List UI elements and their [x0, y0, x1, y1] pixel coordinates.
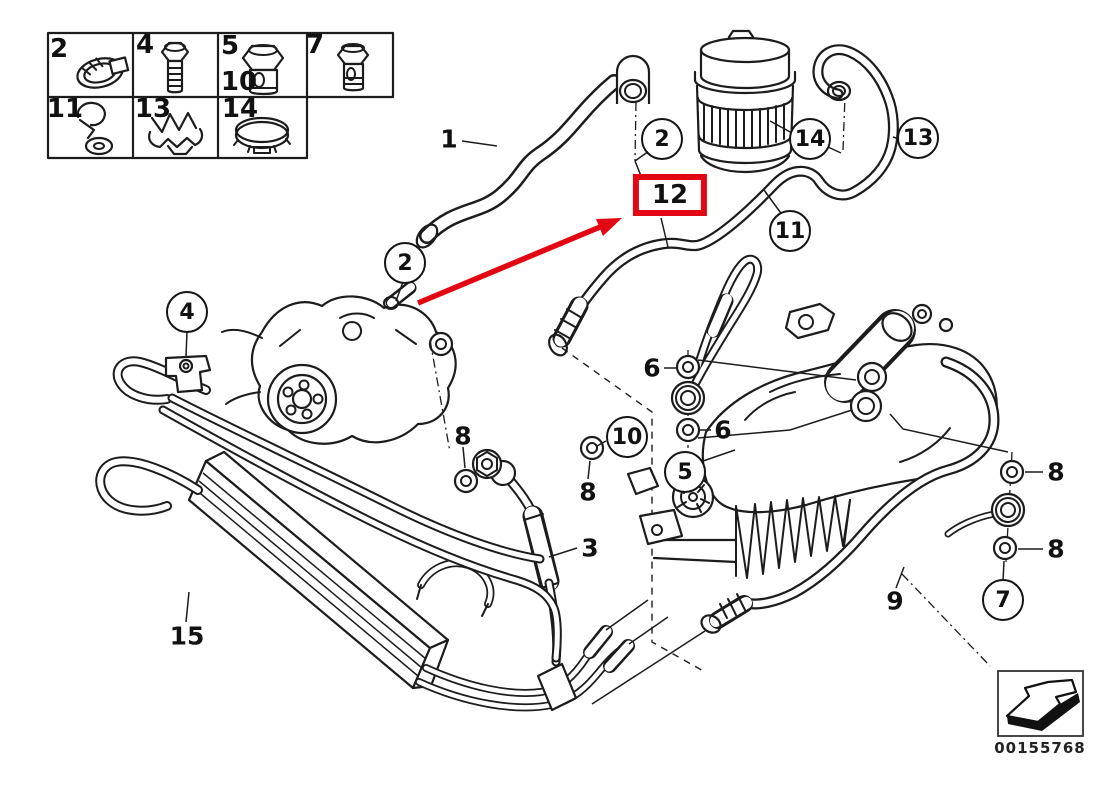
legend-number-14: 14: [221, 94, 259, 124]
callout-14: 14: [789, 118, 831, 160]
hollow-bolt-icon: [336, 43, 370, 92]
legend-number-2: 2: [49, 34, 69, 64]
callout-8: 8: [1047, 534, 1065, 564]
power-steering-pump: [221, 281, 457, 445]
clamp-ring-icon: [233, 116, 291, 154]
legend-number-11: 11: [46, 94, 84, 124]
pressure-hose-3: [503, 473, 562, 667]
callout-1: 1: [440, 124, 458, 154]
return-pipe-9: [591, 356, 1000, 705]
callout-11: 11: [769, 210, 811, 252]
callout-2: 2: [641, 118, 683, 160]
rack-banjo-stack: [889, 413, 1026, 563]
legend-number-7: 7: [305, 30, 325, 60]
highlight-arrow: [416, 218, 622, 306]
steering-rack: [626, 302, 998, 579]
legend-number-5: 5: [220, 31, 240, 61]
hose-clamp-icon: [76, 56, 130, 89]
callout-4: 4: [166, 291, 208, 333]
callout-9: 9: [886, 586, 904, 616]
callout-13: 13: [897, 117, 939, 159]
callout-2: 2: [384, 242, 426, 284]
pipe-clip-icon: [76, 101, 114, 156]
stamp-box: [997, 670, 1084, 737]
pump-banjo-stack: [429, 339, 605, 494]
legend-number-4: 4: [135, 30, 155, 60]
callout-6: 6: [714, 415, 732, 445]
return-hose-12-13: [548, 44, 899, 357]
spring-clip-icon: [148, 111, 204, 156]
leader-lines: [185, 95, 1043, 667]
callout-10: 10: [606, 416, 648, 458]
pipe-11: [687, 254, 763, 395]
callout-8: 8: [579, 477, 597, 507]
highlighted-callout-12: 12: [632, 174, 708, 216]
callout-5: 5: [664, 451, 706, 493]
center-banjo-stack: [670, 350, 857, 448]
callout-6: 6: [643, 353, 661, 383]
legend-box: [46, 31, 395, 160]
callout-8: 8: [454, 421, 472, 451]
hex-bolt-icon: [160, 41, 190, 94]
legend-number-10: 10: [220, 67, 258, 97]
fluid-reservoir: [693, 29, 797, 174]
callout-8: 8: [1047, 457, 1065, 487]
banjo-bolt-icon: [241, 44, 285, 96]
legend-number-13: 13: [134, 94, 172, 124]
stamp-number: 00155768: [994, 739, 1086, 757]
bracket-and-hoses: [112, 354, 562, 663]
suction-hose-1: [415, 54, 651, 249]
callout-3: 3: [581, 533, 599, 563]
callout-15: 15: [169, 621, 205, 651]
callout-7: 7: [982, 579, 1024, 621]
